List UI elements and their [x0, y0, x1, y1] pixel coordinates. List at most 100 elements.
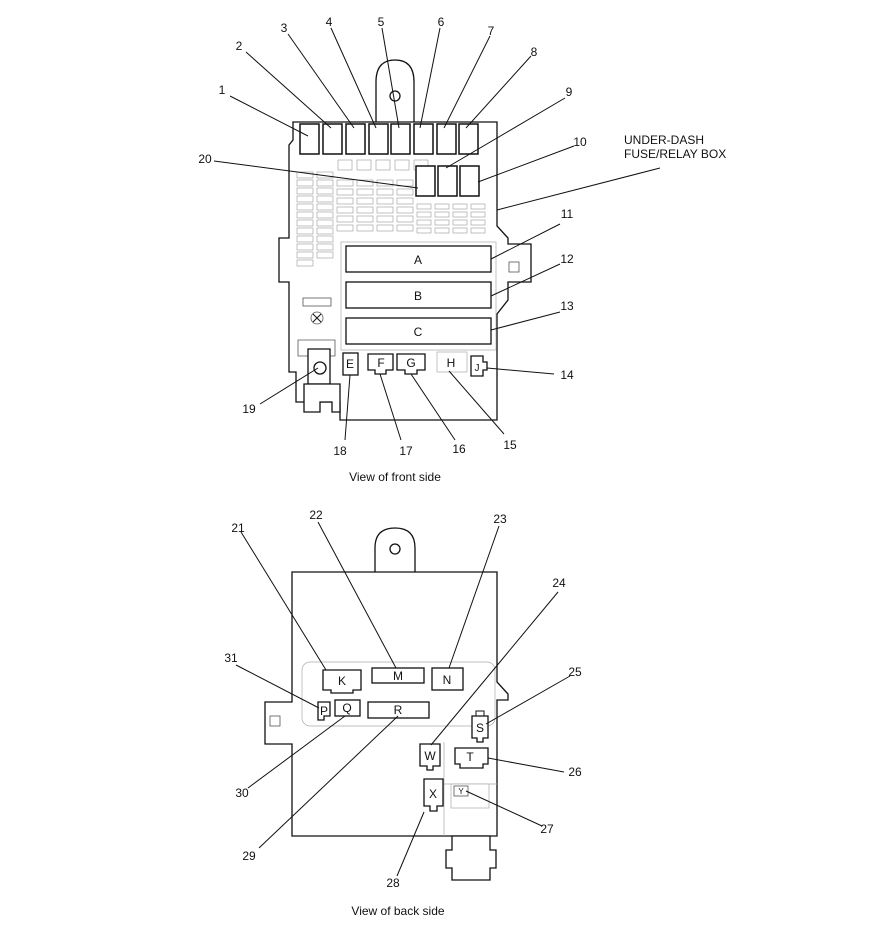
- fuse-cell: [396, 197, 414, 205]
- label-6: 6: [438, 15, 445, 29]
- label-3: 3: [281, 21, 288, 35]
- back-lower-latch: [445, 835, 497, 881]
- fuse-cell: [296, 203, 314, 211]
- front-lower-latch: [303, 383, 341, 413]
- fuse-cell: [396, 188, 414, 196]
- connector-e-label: E: [346, 357, 354, 371]
- fuse-cell: [296, 211, 314, 219]
- fuse-cell: [336, 179, 354, 187]
- connector-n: [431, 667, 464, 691]
- fuse-cell: [316, 219, 334, 227]
- fuse-cell: [356, 206, 374, 214]
- fuse-cell: [434, 211, 450, 218]
- fuse-cell: [470, 211, 486, 218]
- box-callout-line2: FUSE/RELAY BOX: [624, 147, 726, 161]
- front-view-caption: View of front side: [349, 470, 441, 484]
- fuse-cell: [316, 235, 334, 243]
- connector-h: [436, 351, 468, 373]
- front-leader-lines: [213, 27, 661, 441]
- fuse-cell: [356, 215, 374, 223]
- fuse-cell: [376, 197, 394, 205]
- fuse-cell: [296, 195, 314, 203]
- fuse-cell: [296, 179, 314, 187]
- fuse-cell: [470, 203, 486, 210]
- label-28: 28: [386, 876, 400, 890]
- fuse-cell: [434, 219, 450, 226]
- fuse-cell: [337, 159, 353, 171]
- back-side-notch: [269, 715, 281, 727]
- fuse-cell: [296, 171, 314, 179]
- fuse-cell: [416, 211, 432, 218]
- back-view: K M N P Q R S T W X Y: [224, 508, 582, 918]
- label-26: 26: [568, 765, 582, 779]
- fuse-3: [345, 123, 366, 155]
- fuse-cell: [396, 215, 414, 223]
- connector-x-label: X: [429, 787, 437, 801]
- label-22: 22: [309, 508, 323, 522]
- fuse-cell: [336, 206, 354, 214]
- fuse-cell: [296, 219, 314, 227]
- label-19: 19: [242, 402, 256, 416]
- fuse-cell: [296, 235, 314, 243]
- fuse-cell: [316, 211, 334, 219]
- connector-y-label: Y: [458, 787, 464, 796]
- fuse-cell: [316, 203, 334, 211]
- front-screw-cross: [312, 313, 322, 323]
- fuse-cell: [396, 224, 414, 232]
- label-4: 4: [326, 15, 333, 29]
- label-8: 8: [531, 45, 538, 59]
- connector-p-label: P: [320, 704, 328, 718]
- connector-w-label: W: [424, 749, 436, 763]
- connector-k-label: K: [338, 674, 346, 688]
- fuse-cell: [356, 179, 374, 187]
- label-27: 27: [540, 822, 554, 836]
- fuse-cell: [416, 203, 432, 210]
- fuse-cell: [296, 187, 314, 195]
- box-callout-line1: UNDER-DASH: [624, 133, 704, 147]
- fuse-cell: [376, 206, 394, 214]
- label-13: 13: [560, 299, 574, 313]
- fuse-cell: [416, 227, 432, 234]
- label-20: 20: [198, 152, 212, 166]
- connector-h-label: H: [447, 356, 456, 370]
- connector-s-label: S: [476, 721, 484, 735]
- connector-q: [334, 699, 361, 717]
- fuse-4: [368, 123, 389, 155]
- connector-e: [342, 352, 359, 376]
- fuse-cell: [316, 179, 334, 187]
- fuse-cell: [452, 219, 468, 226]
- fuse-cell: [470, 219, 486, 226]
- connector-p: [317, 701, 331, 721]
- connector-t: [454, 747, 489, 769]
- connector-j-label: J: [475, 363, 480, 374]
- connector-g: [396, 353, 426, 375]
- fuse-cell: [452, 211, 468, 218]
- label-14: 14: [560, 368, 574, 382]
- fuse-cell: [356, 159, 372, 171]
- label-10: 10: [573, 135, 587, 149]
- label-24: 24: [552, 576, 566, 590]
- label-31: 31: [224, 651, 238, 665]
- label-30: 30: [235, 786, 249, 800]
- relay-b-label: B: [414, 289, 422, 303]
- connector-n-label: N: [443, 673, 452, 687]
- label-15: 15: [503, 438, 517, 452]
- fuse-cell: [296, 251, 314, 259]
- label-18: 18: [333, 444, 347, 458]
- fuse-cell: [396, 206, 414, 214]
- fuse-2: [322, 123, 343, 155]
- connector-m-label: M: [393, 669, 403, 683]
- fuse-cell: [470, 227, 486, 234]
- connector-f: [367, 353, 394, 375]
- fuse-cell: [336, 197, 354, 205]
- fuse-cell: [434, 227, 450, 234]
- label-12: 12: [560, 252, 574, 266]
- front-small-slot: [302, 297, 332, 307]
- fuse-cell: [296, 243, 314, 251]
- fuse-10: [459, 165, 480, 197]
- fuse-cell: [336, 188, 354, 196]
- fuse-cell: [316, 243, 334, 251]
- relay-c: [345, 317, 492, 345]
- connector-g-label: G: [406, 356, 415, 370]
